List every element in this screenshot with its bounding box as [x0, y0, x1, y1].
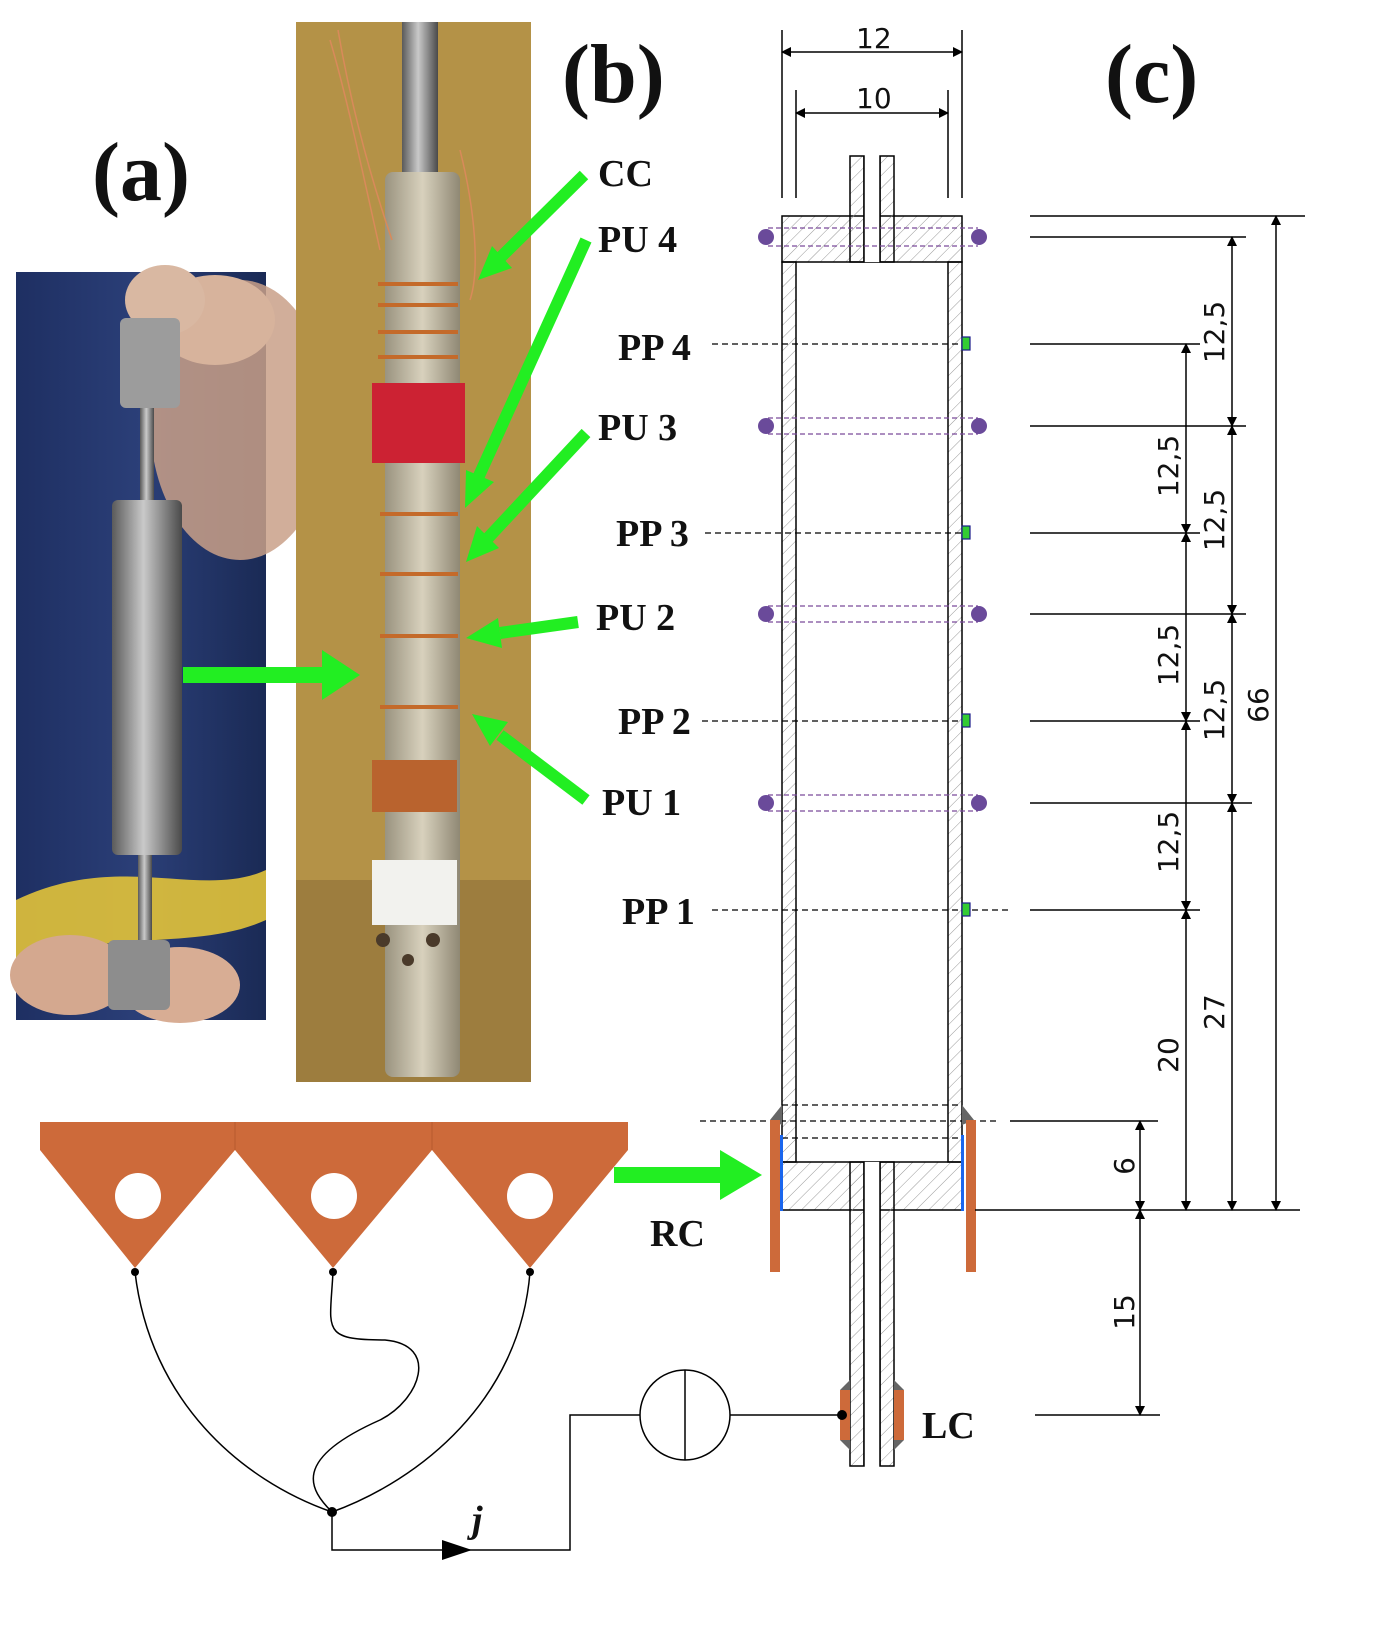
coil-dots: [758, 229, 987, 811]
dim-6: 6: [1108, 1157, 1141, 1175]
arrow-pu1: [496, 730, 590, 805]
label-arrows-b: [183, 170, 592, 805]
current-source: [639, 1369, 731, 1461]
panel-label-c: (c): [1105, 28, 1198, 121]
dim-20: 20: [1152, 1037, 1185, 1073]
label-pp1: PP 1: [622, 891, 695, 933]
top-dimensions: [781, 30, 963, 198]
arrow-cc: [495, 170, 589, 263]
label-pp2: PP 2: [618, 701, 691, 743]
dim-seg4: 12,5: [1152, 624, 1185, 686]
electrode-strip: [40, 1122, 628, 1268]
potential-probes: [702, 336, 1012, 917]
dim-27: 27: [1198, 994, 1231, 1030]
ring-contact-rc: [770, 1105, 976, 1272]
circuit-nodes: [131, 1268, 847, 1517]
dim-seg1: 12,5: [1198, 301, 1231, 363]
photo-b: [296, 22, 531, 1082]
cell-body: [700, 155, 1000, 1467]
panel-label-b: (b): [562, 28, 665, 121]
pickup-coils: [768, 227, 978, 812]
label-pu1: PU 1: [602, 782, 681, 824]
dim-15: 15: [1108, 1294, 1141, 1330]
dim-seg2: 12,5: [1152, 435, 1185, 497]
dim-seg5: 12,5: [1198, 679, 1231, 741]
electrode-hole-2: [311, 1173, 357, 1219]
arrow-pu2: [499, 616, 579, 639]
right-dimensions: [975, 215, 1305, 1416]
electrode-hole-3: [507, 1173, 553, 1219]
dim-top-inner: 10: [856, 82, 892, 115]
dim-top-outer: 12: [856, 22, 892, 55]
arrow-pu4: [472, 237, 592, 481]
label-cc: CC: [598, 153, 653, 195]
label-pp4: PP 4: [618, 327, 691, 369]
label-pu3: PU 3: [598, 407, 677, 449]
rc-arrow: [614, 1150, 762, 1200]
dim-seg3: 12,5: [1198, 489, 1231, 551]
dimension-values: 12,5 12,5 12,5 12,5 12,5 12,5 20 27 66 6…: [1108, 301, 1275, 1330]
current-label: j: [467, 1499, 483, 1541]
label-pu4: PU 4: [598, 219, 677, 261]
dim-66: 66: [1242, 687, 1275, 723]
label-pu2: PU 2: [596, 597, 675, 639]
label-pp3: PP 3: [616, 513, 689, 555]
label-lc: LC: [922, 1405, 975, 1447]
label-rc: RC: [650, 1213, 705, 1255]
dim-seg6: 12,5: [1152, 811, 1185, 873]
electrode-hole-1: [115, 1173, 161, 1219]
circuit-wires: [134, 1271, 842, 1560]
photo-a: [10, 265, 330, 1023]
panel-label-a: (a): [92, 126, 190, 219]
arrow-pu3: [483, 428, 591, 543]
